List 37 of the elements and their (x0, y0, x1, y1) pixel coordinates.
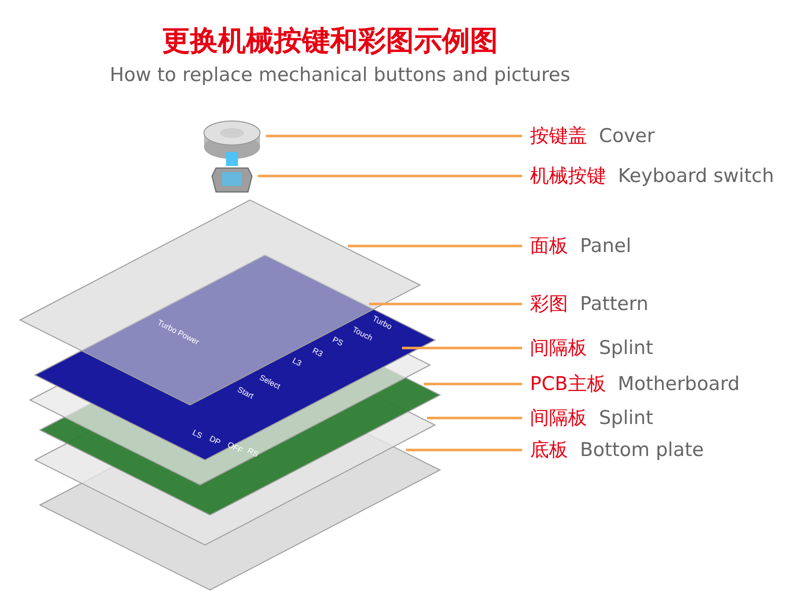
part-label: PCB主板 (530, 373, 606, 395)
leader-line (348, 244, 522, 248)
button-marking: R3 (310, 346, 324, 359)
part-label: 间隔板 (530, 337, 587, 359)
part-label: 间隔板 (530, 407, 587, 429)
part-label-english: Pattern (580, 293, 648, 315)
part-label-english: Splint (599, 407, 654, 429)
leader-line (258, 174, 522, 178)
button-marking: LS (190, 428, 204, 440)
part-label: 按键盖 (530, 125, 587, 147)
key-cap (204, 120, 260, 159)
pattern-sheet (34, 254, 436, 461)
button-marking: PS (330, 335, 344, 348)
key-switch (211, 152, 253, 192)
part-label: 面板 (530, 235, 568, 257)
leader-line (266, 134, 522, 138)
part-label-english: Bottom plate (580, 439, 704, 461)
button-marking: Start (236, 385, 256, 401)
part-label-english: Keyboard switch (618, 165, 774, 187)
leader-line (402, 346, 522, 350)
subtitle: How to replace mechanical buttons and pictures (108, 64, 572, 86)
part-label-english: Splint (599, 337, 654, 359)
part-label: 机械按键 (530, 165, 606, 187)
button-marking: RS (246, 446, 260, 460)
button-marking: L3 (290, 356, 303, 368)
part-label-english: Motherboard (618, 373, 740, 395)
leader-line (427, 416, 522, 420)
title: 更换机械按键和彩图示例图 (161, 23, 499, 59)
button-marking: Turbo (370, 314, 394, 332)
leader-line (424, 382, 522, 386)
button-marking: DP (208, 434, 222, 448)
part-label-english: Panel (580, 235, 632, 257)
part-label-english: Cover (599, 125, 655, 147)
part-label: 彩图 (530, 293, 568, 315)
panel-plate (18, 199, 422, 406)
button-marking: OFF (226, 440, 244, 456)
part-label: 底板 (530, 439, 568, 461)
